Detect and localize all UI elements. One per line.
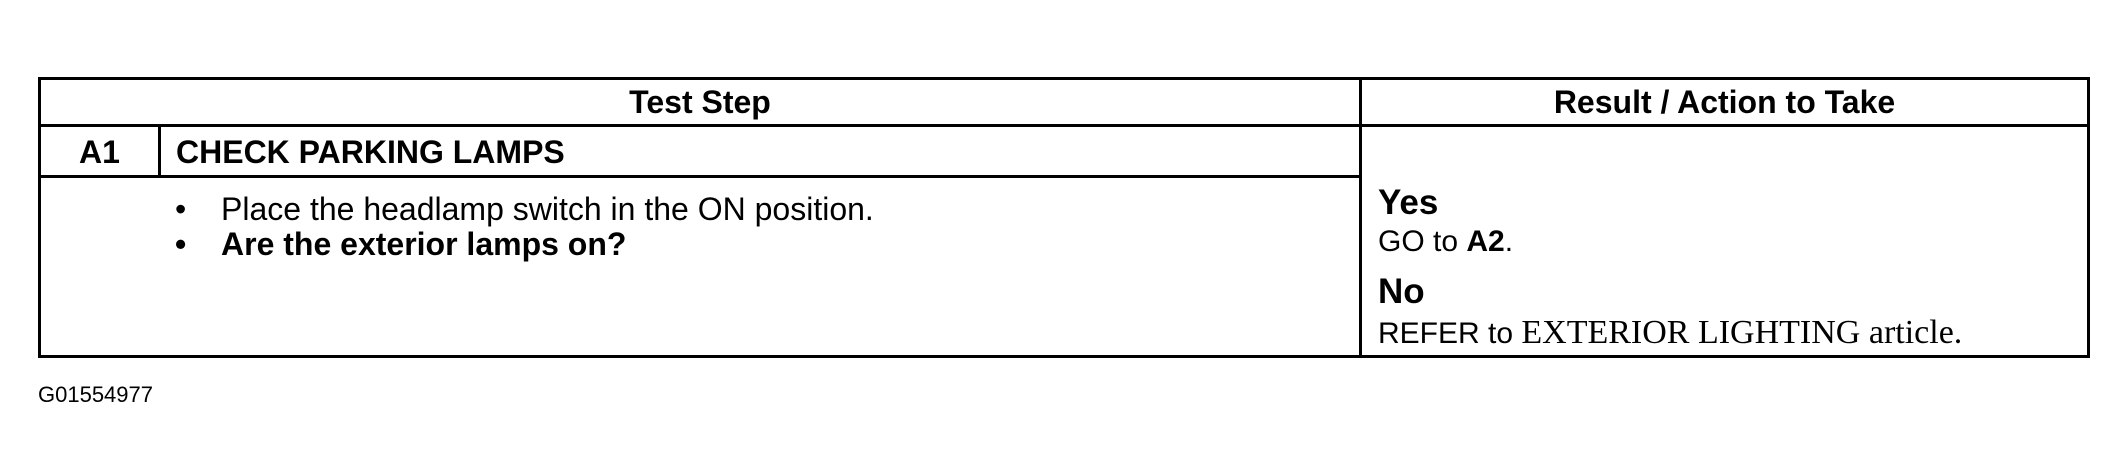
header-test-step: Test Step [629,84,771,120]
step-id-divider [158,127,161,175]
step-title: CHECK PARKING LAMPS [176,134,565,170]
instruction-text: Place the headlamp switch in the ON posi… [221,191,874,227]
result-no-label: No [1378,272,1425,311]
header-divider [41,124,2087,127]
result-yes-suffix: . [1504,225,1514,258]
column-divider [1359,80,1362,355]
result-no-prefix: REFER to [1378,317,1514,350]
step-title-divider [41,175,1359,178]
result-yes-target: A2 [1466,225,1505,258]
result-yes-label: Yes [1378,183,1439,222]
result-no-action: REFER to EXTERIOR LIGHTING article. [1378,316,1962,350]
bullet-icon: • [175,191,187,227]
bullet-icon: • [175,226,187,262]
test-step-table: Test Step Result / Action to Take A1 CHE… [38,77,2090,358]
step-id: A1 [79,134,120,170]
result-yes-prefix: GO to [1378,225,1459,258]
instruction-text: Are the exterior lamps on? [221,226,627,262]
result-yes-action: GO to A2. [1378,227,1513,257]
header-result-action: Result / Action to Take [1553,84,1896,120]
result-no-reference: EXTERIOR LIGHTING article. [1521,314,1963,351]
figure-id: G01554977 [38,382,153,407]
